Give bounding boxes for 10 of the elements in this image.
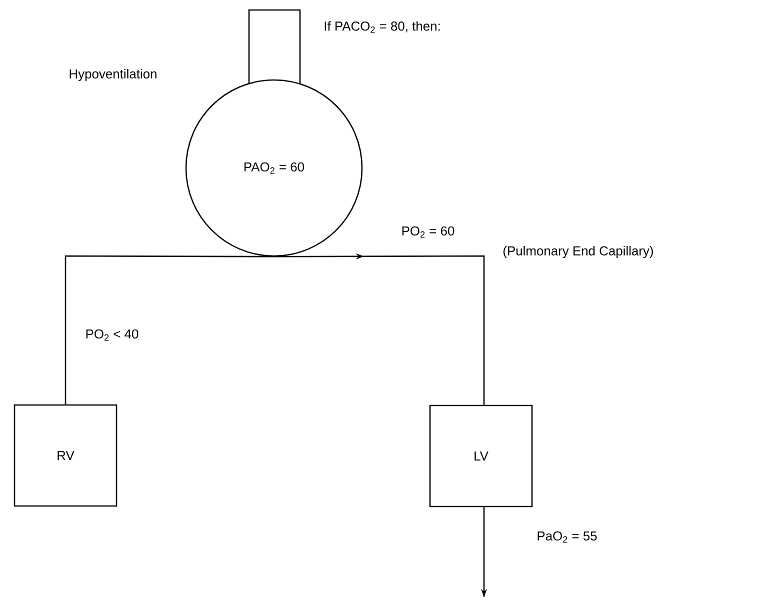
note-text: If PACO$_{2}$ = 80, then: (324, 21, 440, 33)
connector-line (274, 253, 485, 406)
edge-label: PaO$_{2}$ = 55 (538, 531, 597, 543)
edge-label: PO$_{2}$ = 60 (402, 226, 454, 238)
connector-line (64, 255, 274, 404)
ventricle-box: RV (14, 404, 118, 507)
note-text: Hypoventilation (70, 68, 156, 82)
note-text: (Pulmonary End Capillary) (503, 246, 653, 258)
ventricle-box: LV (429, 404, 533, 508)
edge-label: PO$_{2}$ < 40 (86, 329, 138, 341)
